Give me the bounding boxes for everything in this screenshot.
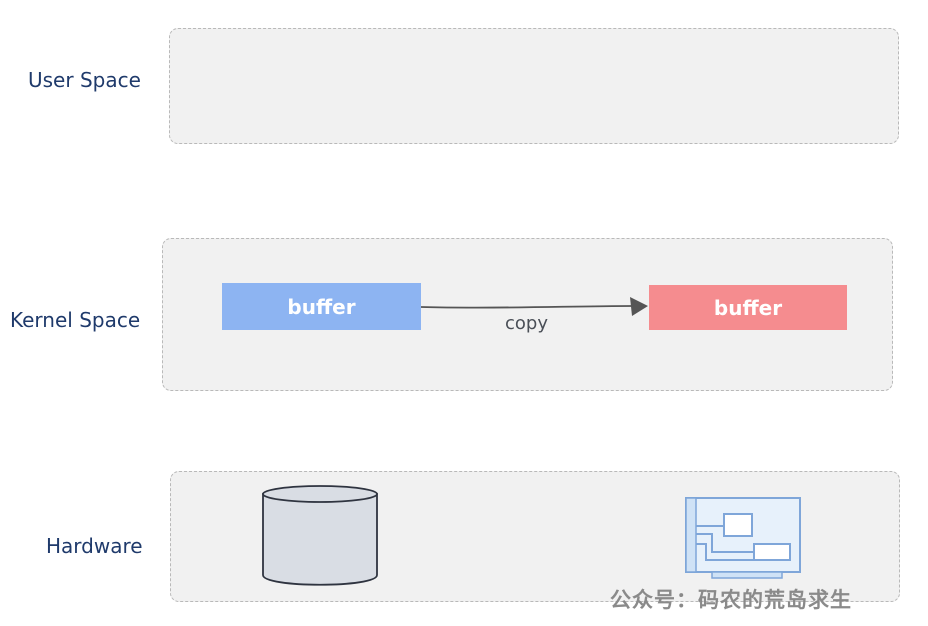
copy-arrow bbox=[420, 297, 648, 316]
disk-icon bbox=[262, 485, 378, 586]
user-space-region bbox=[169, 28, 899, 144]
source-buffer-label: buffer bbox=[287, 294, 356, 319]
user-space-label: User Space bbox=[28, 68, 141, 92]
source-buffer: buffer bbox=[222, 283, 421, 330]
kernel-space-label: Kernel Space bbox=[10, 308, 141, 332]
target-buffer-label: buffer bbox=[713, 295, 783, 320]
watermark: 公众号：码农的荒岛求生 bbox=[610, 588, 852, 612]
hardware-label: Hardware bbox=[46, 534, 143, 558]
copy-label: copy bbox=[505, 313, 548, 334]
network-card-icon bbox=[685, 497, 801, 579]
target-buffer: buffer bbox=[649, 285, 847, 330]
